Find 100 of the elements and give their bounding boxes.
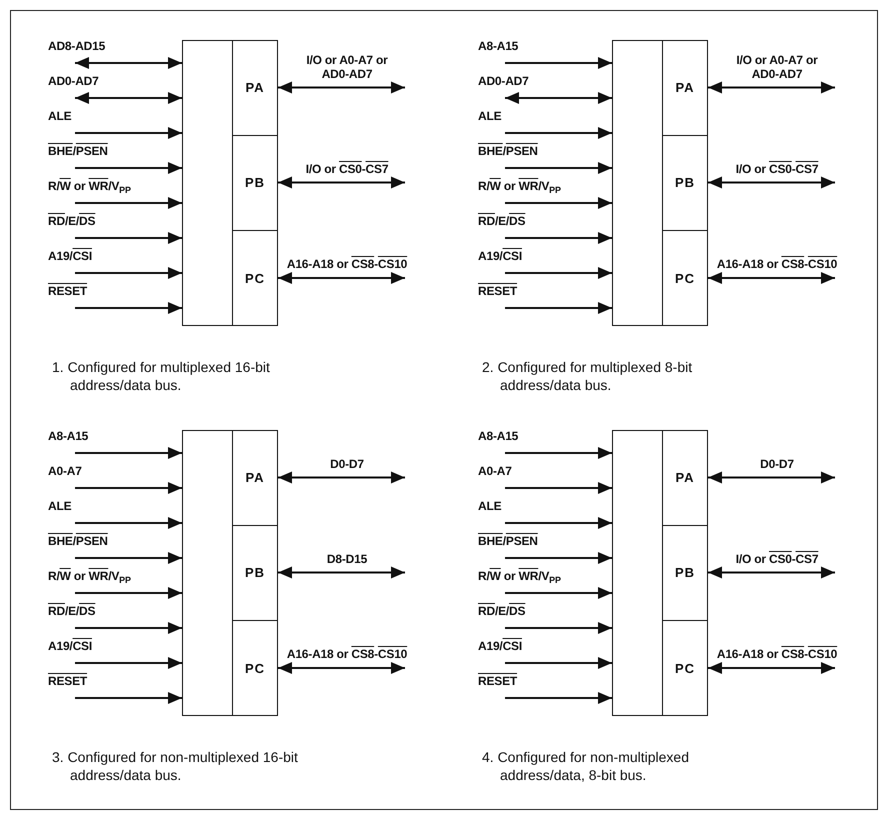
port-block: [662, 524, 708, 620]
arrow: [505, 267, 612, 279]
arrow: [75, 692, 182, 704]
double-arrow: [505, 92, 612, 104]
port-name: PB: [244, 565, 266, 580]
port-block: [232, 524, 278, 620]
arrow: [505, 622, 612, 634]
signal-label: RD/E/DS: [48, 214, 96, 228]
double-arrow: [278, 662, 405, 674]
signal-label: D8-D15: [326, 552, 368, 566]
arrow: [505, 587, 612, 599]
arrow: [505, 197, 612, 209]
port-name: PC: [244, 660, 266, 676]
double-arrow: [278, 82, 405, 94]
signal-label: D0-D7: [329, 456, 365, 470]
signal-label: RD/E/DS: [48, 604, 96, 618]
signal-label: A19/CSI: [478, 639, 522, 653]
signal-label: RESET: [478, 674, 518, 688]
port-name: PA: [245, 80, 265, 94]
double-arrow: [708, 272, 835, 284]
arrow: [505, 692, 612, 704]
signal-label: RESET: [48, 284, 88, 298]
signal-label: AD0-AD7: [478, 74, 529, 88]
signal-label: BHE/PSEN: [478, 534, 538, 548]
arrow: [505, 447, 612, 459]
signal-label: A8-A15: [478, 429, 518, 443]
arrow: [75, 517, 182, 529]
chip-block: [612, 40, 708, 326]
signal-label: I/O or CS0-CS7: [304, 162, 390, 176]
signal-label: RD/E/DS: [478, 604, 526, 618]
chip-block: [182, 40, 278, 326]
signal-label: A19/CSI: [48, 639, 92, 653]
double-arrow: [278, 272, 405, 284]
double-arrow: [708, 176, 835, 188]
signal-label: A16-A18 or CS8-CS10: [716, 257, 838, 271]
port-block: [662, 134, 708, 230]
arrow: [75, 127, 182, 139]
signal-label: A8-A15: [48, 429, 88, 443]
figure-caption: 3. Configured for non-multiplexed 16-bit address/data bus.: [52, 748, 299, 784]
port-name: PB: [674, 565, 696, 580]
arrow: [505, 552, 612, 564]
signal-label: R/W or WR/V$_{PP}$: [478, 569, 561, 583]
port-block: [232, 134, 278, 230]
signal-label: A16-A18 or CS8-CS10: [286, 257, 408, 271]
signal-label: I/O or A0-A7 or AD0-AD7: [305, 52, 389, 80]
port-block: [232, 230, 278, 326]
double-arrow: [708, 566, 835, 578]
chip-block: [612, 430, 708, 716]
double-arrow: [75, 92, 182, 104]
double-arrow: [278, 566, 405, 578]
signal-label: BHE/PSEN: [478, 144, 538, 158]
signal-label: BHE/PSEN: [48, 534, 108, 548]
signal-label: BHE/PSEN: [48, 144, 108, 158]
arrow: [75, 622, 182, 634]
port-block: [662, 620, 708, 716]
signal-label: R/W or WR/V$_{PP}$: [48, 569, 131, 583]
signal-label: D0-D7: [759, 456, 795, 470]
signal-label: A8-A15: [478, 39, 518, 53]
signal-label: RESET: [48, 674, 88, 688]
double-arrow: [708, 662, 835, 674]
arrow: [505, 482, 612, 494]
signal-label: RD/E/DS: [478, 214, 526, 228]
arrow: [75, 552, 182, 564]
port-name: PC: [244, 270, 266, 286]
signal-label: A19/CSI: [478, 249, 522, 263]
port-name: PA: [675, 470, 695, 484]
signal-label: R/W or WR/V$_{PP}$: [478, 179, 561, 193]
arrow: [75, 232, 182, 244]
arrow: [505, 127, 612, 139]
port-name: PA: [245, 470, 265, 484]
arrow: [75, 162, 182, 174]
signal-label: ALE: [48, 109, 72, 123]
port-block: [232, 620, 278, 716]
double-arrow: [708, 472, 835, 484]
signal-label: ALE: [478, 109, 502, 123]
signal-label: ALE: [478, 499, 502, 513]
arrow: [505, 657, 612, 669]
arrow: [505, 517, 612, 529]
signal-label: RESET: [478, 284, 518, 298]
double-arrow: [278, 472, 405, 484]
double-arrow: [278, 176, 405, 188]
arrow: [505, 232, 612, 244]
signal-label: A16-A18 or CS8-CS10: [286, 647, 408, 661]
arrow: [75, 657, 182, 669]
port-name: PC: [674, 660, 696, 676]
arrow: [505, 302, 612, 314]
arrow: [505, 57, 612, 69]
signal-label: ALE: [48, 499, 72, 513]
arrow: [75, 482, 182, 494]
arrow: [75, 587, 182, 599]
port-block: [662, 230, 708, 326]
double-arrow: [708, 82, 835, 94]
arrow: [75, 267, 182, 279]
port-name: PB: [244, 175, 266, 190]
port-name: PC: [674, 270, 696, 286]
signal-label: I/O or CS0-CS7: [734, 162, 820, 176]
port-name: PA: [675, 80, 695, 94]
double-arrow: [75, 57, 182, 69]
chip-block: [182, 430, 278, 716]
signal-label: AD8-AD15: [48, 39, 106, 53]
